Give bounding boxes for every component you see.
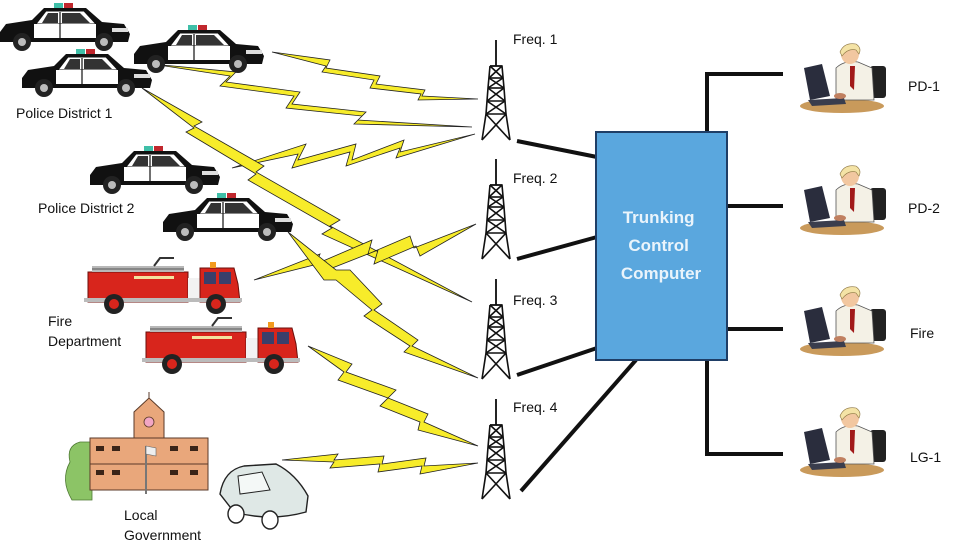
tree-icon bbox=[65, 441, 93, 501]
fleet-fire-department: Fire Department bbox=[48, 257, 301, 375]
police-car-icon bbox=[21, 48, 153, 98]
wire bbox=[705, 72, 783, 132]
tower-freq-2: Freq. 2 bbox=[481, 158, 558, 260]
dispatcher-icon bbox=[799, 165, 887, 236]
wire bbox=[516, 139, 598, 159]
fleet-label-lg: Local Government bbox=[124, 507, 201, 543]
radio-tower-icon bbox=[481, 158, 511, 260]
dispatcher-icon bbox=[799, 407, 887, 478]
police-car-icon bbox=[162, 192, 294, 242]
fleet-police-district-2: Police District 2 bbox=[38, 145, 294, 242]
dispatcher-label: PD-2 bbox=[908, 200, 940, 216]
controller-label: Trunking Control Computer bbox=[621, 208, 702, 283]
dispatcher-fire: Fire bbox=[799, 286, 934, 357]
radio-link-bolt bbox=[253, 223, 477, 281]
radio-tower-icon bbox=[481, 39, 511, 141]
tower-freq-1: Freq. 1 bbox=[481, 31, 558, 141]
dispatcher-pd-1: PD-1 bbox=[799, 43, 940, 114]
dispatcher-label: PD-1 bbox=[908, 78, 940, 94]
tower-wires bbox=[516, 139, 638, 493]
dispatcher-label: Fire bbox=[910, 325, 934, 341]
controller-box bbox=[595, 131, 728, 361]
wire bbox=[519, 358, 638, 493]
police-car-icon bbox=[133, 24, 265, 74]
tower-label: Freq. 1 bbox=[513, 31, 558, 47]
wire bbox=[516, 235, 598, 261]
fleet-label-pd1: Police District 1 bbox=[16, 105, 113, 121]
police-car-icon bbox=[0, 2, 131, 52]
tower-label: Freq. 3 bbox=[513, 292, 558, 308]
police-car-icon bbox=[89, 145, 221, 195]
tower-label: Freq. 2 bbox=[513, 170, 558, 186]
radio-link-bolt bbox=[231, 133, 476, 169]
dispatcher-label: LG-1 bbox=[910, 449, 941, 465]
dispatcher-pd-2: PD-2 bbox=[799, 165, 940, 236]
dispatcher-icon bbox=[799, 43, 887, 114]
tower-label: Freq. 4 bbox=[513, 399, 558, 415]
radio-link-bolt bbox=[287, 231, 479, 379]
radio-tower-icon bbox=[481, 278, 511, 380]
fleet-label-fire: Fire Department bbox=[48, 313, 121, 349]
radio-link-bolt bbox=[271, 51, 479, 101]
fleet-label-pd2: Police District 2 bbox=[38, 200, 135, 216]
fire-truck-icon bbox=[83, 257, 243, 315]
tower-freq-4: Freq. 4 bbox=[481, 398, 558, 500]
fleet-police-district-1: Police District 1 bbox=[0, 2, 265, 121]
radio-links bbox=[141, 51, 479, 475]
radio-tower-icon bbox=[481, 398, 511, 500]
fire-truck-icon bbox=[141, 317, 301, 375]
civilian-car-icon bbox=[219, 463, 309, 530]
tower-freq-3: Freq. 3 bbox=[481, 278, 558, 380]
trunking-control-computer: Trunking Control Computer bbox=[595, 131, 728, 361]
radio-link-bolt bbox=[281, 453, 479, 475]
dispatcher-wires bbox=[705, 72, 783, 456]
town-hall-icon bbox=[89, 392, 209, 494]
dispatcher-icon bbox=[799, 286, 887, 357]
wire bbox=[516, 346, 598, 377]
radio-link-bolt bbox=[307, 345, 479, 447]
dispatcher-lg-1: LG-1 bbox=[799, 407, 941, 478]
radio-link-bolt bbox=[141, 87, 473, 303]
fleet-local-government: Local Government bbox=[65, 392, 309, 543]
radio-link-bolt bbox=[151, 63, 473, 128]
towers: Freq. 1 Freq. 2 Freq. 3 Freq. 4 bbox=[481, 31, 558, 500]
dispatchers: PD-1 PD-2 Fire LG-1 bbox=[799, 43, 941, 478]
wire bbox=[705, 360, 783, 456]
